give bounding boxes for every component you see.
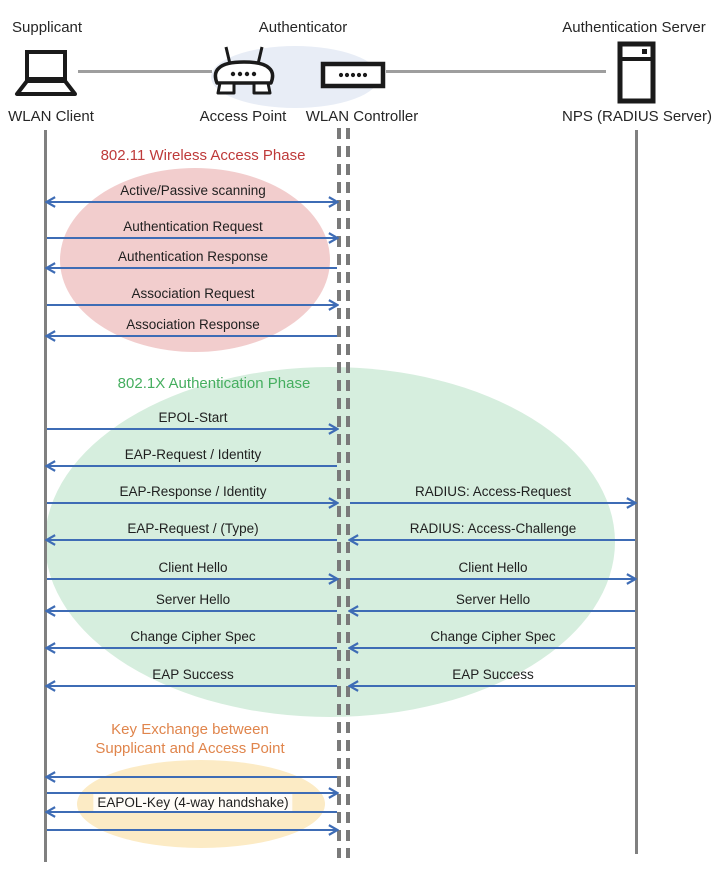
message-label: Association Response xyxy=(126,317,260,332)
phase-title-key-exchange-line2: Supplicant and Access Point xyxy=(95,740,285,757)
device-label-wlan-client: WLAN Client xyxy=(8,108,94,125)
message-label: EPOL-Start xyxy=(158,410,228,425)
device-label-access-point: Access Point xyxy=(199,108,287,125)
message-label: EAP-Request / Identity xyxy=(124,447,262,462)
message-label: EAP Success xyxy=(452,667,534,682)
phase-title-key-exchange: Key Exchange between Supplicant and Acce… xyxy=(95,720,284,758)
phase-title-key-exchange-line1: Key Exchange between xyxy=(111,721,269,738)
message-label: Active/Passive scanning xyxy=(120,183,266,198)
message-label: EAP-Response / Identity xyxy=(119,484,267,499)
message-label: Authentication Request xyxy=(123,219,263,234)
device-label-nps: NPS (RADIUS Server) xyxy=(561,108,713,125)
message-label: Association Request xyxy=(131,286,255,301)
laptop-icon xyxy=(15,50,77,96)
link-line-client-ap xyxy=(78,70,212,73)
message-label: Client Hello xyxy=(458,560,528,575)
message-label: Server Hello xyxy=(455,592,531,607)
device-label-wlan-controller: WLAN Controller xyxy=(305,108,419,125)
server-icon xyxy=(617,41,656,104)
message-label: RADIUS: Access-Request xyxy=(414,484,572,499)
message-label: Client Hello xyxy=(158,560,228,575)
message-label: Change Cipher Spec xyxy=(430,629,556,644)
link-line-controller-server xyxy=(386,70,606,73)
role-label-authentication-server: Authentication Server xyxy=(562,19,706,36)
lifeline-authenticator-dash-2 xyxy=(346,128,350,858)
lifeline-wlan-client xyxy=(44,130,47,862)
lifeline-radius-server xyxy=(635,130,638,854)
message-label: EAPOL-Key (4-way handshake) xyxy=(93,794,293,811)
phase-title-wireless-access: 802.11 Wireless Access Phase xyxy=(100,147,306,164)
access-point-icon xyxy=(213,46,275,95)
role-label-supplicant: Supplicant xyxy=(12,19,83,36)
wlan-controller-icon xyxy=(320,61,386,89)
phase-title-authentication: 802.1X Authentication Phase xyxy=(117,375,311,392)
message-label: RADIUS: Access-Challenge xyxy=(409,521,577,536)
lifeline-authenticator-dash-1 xyxy=(337,128,341,858)
message-label: EAP Success xyxy=(152,667,234,682)
message-label: EAP-Request / (Type) xyxy=(127,521,259,536)
message-label: Authentication Response xyxy=(117,249,269,264)
role-label-authenticator: Authenticator xyxy=(258,19,348,36)
message-label: Server Hello xyxy=(155,592,231,607)
message-label: Change Cipher Spec xyxy=(130,629,256,644)
